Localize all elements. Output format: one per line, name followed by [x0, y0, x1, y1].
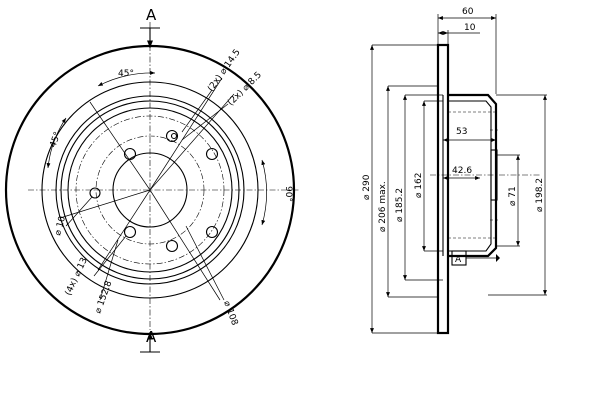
section-label-top: A [146, 6, 157, 24]
leader-bore [185, 225, 225, 301]
small-hole [170, 132, 178, 140]
radial-line-d [97, 189, 151, 271]
pin-hole [89, 187, 101, 199]
section-view: 60 10 53 42.6 ⌀ 290 ⌀ 206 max. ⌀ 185.2 ⌀… [362, 7, 547, 335]
hat-outer-profile [448, 93, 498, 258]
dia-71-label: ⌀ 71 [508, 186, 518, 206]
datum-box-label: A [455, 255, 462, 265]
angle-label-left: 45° [48, 131, 63, 149]
hole-small-a-label: (2x) ⌀ 14.5 [206, 48, 242, 94]
leader-bolt-circle [99, 239, 119, 301]
dia-max-label: ⌀ 206 max. [378, 181, 388, 232]
bolt-hole-2 [205, 147, 219, 161]
center-bore [112, 152, 188, 228]
hub-bore-step [490, 149, 498, 201]
angle-arc-left [46, 117, 67, 169]
radial-line-b [149, 93, 235, 191]
bolt-circle-label: ⌀ 152.8 [93, 279, 114, 315]
hat-inner-profile [448, 100, 492, 252]
angle-label-top: 45° [118, 69, 134, 79]
leader-pin [65, 196, 93, 227]
leader-hole-b [181, 103, 229, 141]
radial-line-e [149, 189, 221, 301]
dia-162-label: ⌀ 162 [414, 173, 424, 198]
stud-hole-top [165, 129, 179, 143]
bolt-hole-3 [123, 225, 137, 239]
bolt-hole-1 [123, 147, 137, 161]
section-label-bottom: A [146, 328, 157, 346]
bolt-hole-4 [205, 225, 219, 239]
depth-inner-label: 42.6 [452, 166, 472, 176]
datum-triangle [496, 254, 500, 262]
angle-label-right: 90° [283, 186, 293, 202]
radial-line-f [89, 101, 151, 191]
hat-outer-wall [55, 95, 245, 285]
bolt-circle-line [95, 135, 205, 245]
dia-outer-label: ⌀ 290 [362, 174, 372, 200]
hat-wall-step [60, 100, 240, 280]
dia-1852-label: ⌀ 185.2 [395, 188, 405, 222]
leader-hole-a [181, 89, 213, 133]
dia-1982-label: ⌀ 198.2 [535, 178, 545, 212]
width-flange-label: 10 [464, 23, 476, 33]
leader-bolt [93, 235, 127, 277]
hole-small-b-label: (2x) ⌀ 8.5 [226, 70, 264, 108]
hat-inner-wall [67, 107, 233, 273]
radial-line-a [149, 77, 223, 191]
friction-plate [436, 43, 450, 335]
front-view: A A 45° 45° 90° (2x) ⌀ 14.5 (2x) ⌀ 8.5 ⌀… [4, 6, 300, 353]
radial-line-c [59, 189, 151, 219]
angle-arc-right [261, 159, 267, 226]
width-total-label: 60 [462, 7, 474, 17]
depth-hat-label: 53 [456, 127, 467, 137]
angle-arc-top [97, 70, 156, 87]
reference-circle [75, 115, 225, 265]
stud-hole-bottom [165, 239, 179, 253]
